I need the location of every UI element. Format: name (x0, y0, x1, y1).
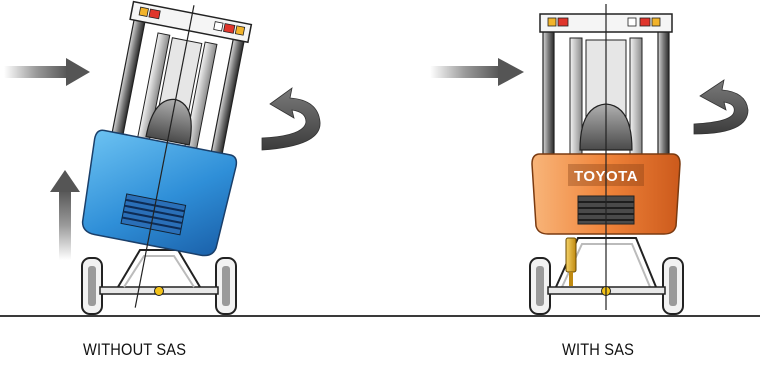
stabilizer-cylinder-icon (565, 237, 577, 286)
center-axis-line (134, 5, 195, 308)
counterweight-blue (81, 129, 238, 257)
tilted-forklift-body (81, 0, 253, 308)
caption-without-sas: WITHOUT SAS (83, 340, 187, 359)
rear-light-red (557, 17, 569, 27)
rotation-arrow-icon (261, 87, 321, 151)
lift-arrow-icon (50, 170, 80, 260)
forklift-without-sas (81, 0, 253, 315)
forklift-with-sas: TOYOTA (529, 4, 684, 315)
rear-light-amber (138, 6, 149, 17)
axle-pivot (154, 286, 164, 296)
rotation-arrow-icon (693, 79, 749, 135)
rear-light-red (148, 8, 161, 20)
force-arrow-icon (430, 58, 524, 86)
rear-axle (81, 249, 237, 315)
caption-with-sas: WITH SAS (562, 340, 635, 359)
force-arrow-icon (4, 58, 90, 86)
rear-light-amber (547, 17, 557, 27)
